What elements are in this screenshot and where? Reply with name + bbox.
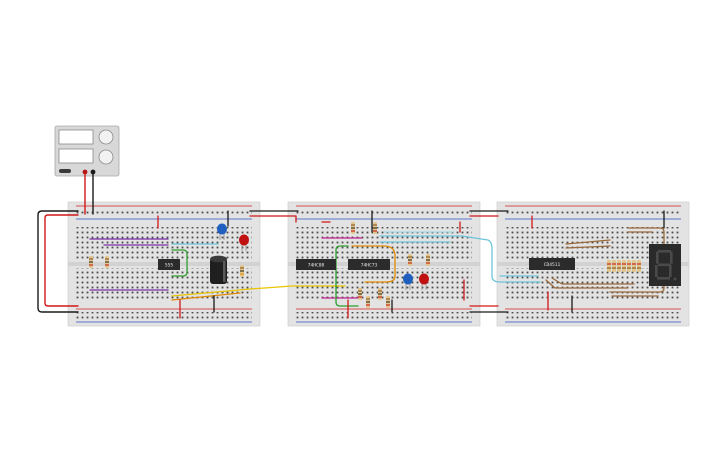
led-icon[interactable] xyxy=(403,273,413,291)
resistor-icon[interactable] xyxy=(105,256,109,268)
resistor-icon[interactable] xyxy=(351,222,355,234)
electrolytic-capacitor-icon[interactable] xyxy=(210,255,227,284)
chip-cd4511[interactable]: CD4511 xyxy=(529,258,575,270)
resistor-icon[interactable] xyxy=(373,222,377,234)
led-icon[interactable] xyxy=(217,223,227,241)
resistors xyxy=(89,222,641,308)
chip-label-555: 555 xyxy=(165,263,174,269)
resistor-icon[interactable] xyxy=(89,256,93,268)
resistor-icon[interactable] xyxy=(408,254,412,266)
resistor-icon[interactable] xyxy=(240,265,244,277)
resistor-icon[interactable] xyxy=(426,254,430,266)
led-icon[interactable] xyxy=(239,234,249,252)
chip-555[interactable]: 555 xyxy=(158,259,180,270)
resistor-icon[interactable] xyxy=(358,288,362,300)
resistor-bank[interactable] xyxy=(607,260,641,272)
resistor-icon[interactable] xyxy=(386,296,390,308)
dc-power-supply-icon[interactable] xyxy=(54,125,120,177)
chip-label-74hc08: 74HC08 xyxy=(308,263,325,269)
led-icon[interactable] xyxy=(419,273,429,291)
resistor-icon[interactable] xyxy=(378,288,382,300)
chip-label-cd4511: CD4511 xyxy=(544,262,561,268)
chip-label-74hc73: 74HC73 xyxy=(361,263,378,269)
chip-74hc73[interactable]: 74HC73 xyxy=(348,259,390,270)
seven-segment-display-icon[interactable] xyxy=(649,244,681,286)
wires xyxy=(37,171,665,319)
resistor-icon[interactable] xyxy=(366,296,370,308)
chip-74hc08[interactable]: 74HC08 xyxy=(296,259,336,270)
